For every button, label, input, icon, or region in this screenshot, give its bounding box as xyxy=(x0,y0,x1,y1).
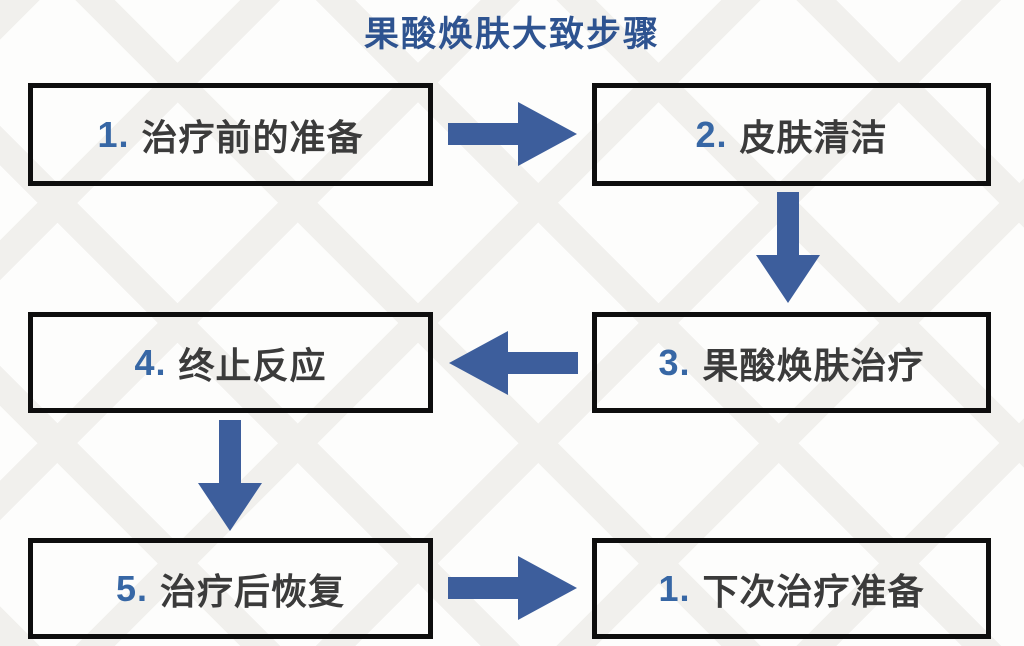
step-label: 下次治疗准备 xyxy=(702,570,925,612)
step-label: 终止反应 xyxy=(178,344,327,386)
step-box-3-acid-peel-treatment: 3. 果酸焕肤治疗 xyxy=(592,312,991,413)
step-label: 果酸焕肤治疗 xyxy=(702,344,925,386)
step-number: 5. xyxy=(115,567,148,609)
step-box-2-skin-cleansing: 2. 皮肤清洁 xyxy=(592,83,991,186)
step-box-5-post-treatment-recovery: 5. 治疗后恢复 xyxy=(28,538,433,639)
step-label: 皮肤清洁 xyxy=(739,116,888,158)
step-number: 4. xyxy=(134,341,167,383)
step-label: 治疗前的准备 xyxy=(141,116,364,158)
step-number: 3. xyxy=(658,341,691,383)
step-box-6-next-treatment-prep: 1. 下次治疗准备 xyxy=(592,538,991,639)
arrow-right-icon xyxy=(448,556,577,620)
step-number: 2. xyxy=(695,113,728,155)
arrow-right-icon xyxy=(448,102,577,166)
step-label: 治疗后恢复 xyxy=(160,570,346,612)
step-box-1-pre-treatment-prep: 1. 治疗前的准备 xyxy=(28,83,433,186)
arrow-left-icon xyxy=(449,331,578,395)
page-title: 果酸焕肤大致步骤 xyxy=(363,15,660,54)
step-number: 1. xyxy=(658,567,691,609)
step-box-4-neutralize-reaction: 4. 终止反应 xyxy=(28,312,433,413)
arrow-down-icon xyxy=(198,420,262,531)
arrow-down-icon xyxy=(756,192,820,303)
step-number: 1. xyxy=(97,113,130,155)
